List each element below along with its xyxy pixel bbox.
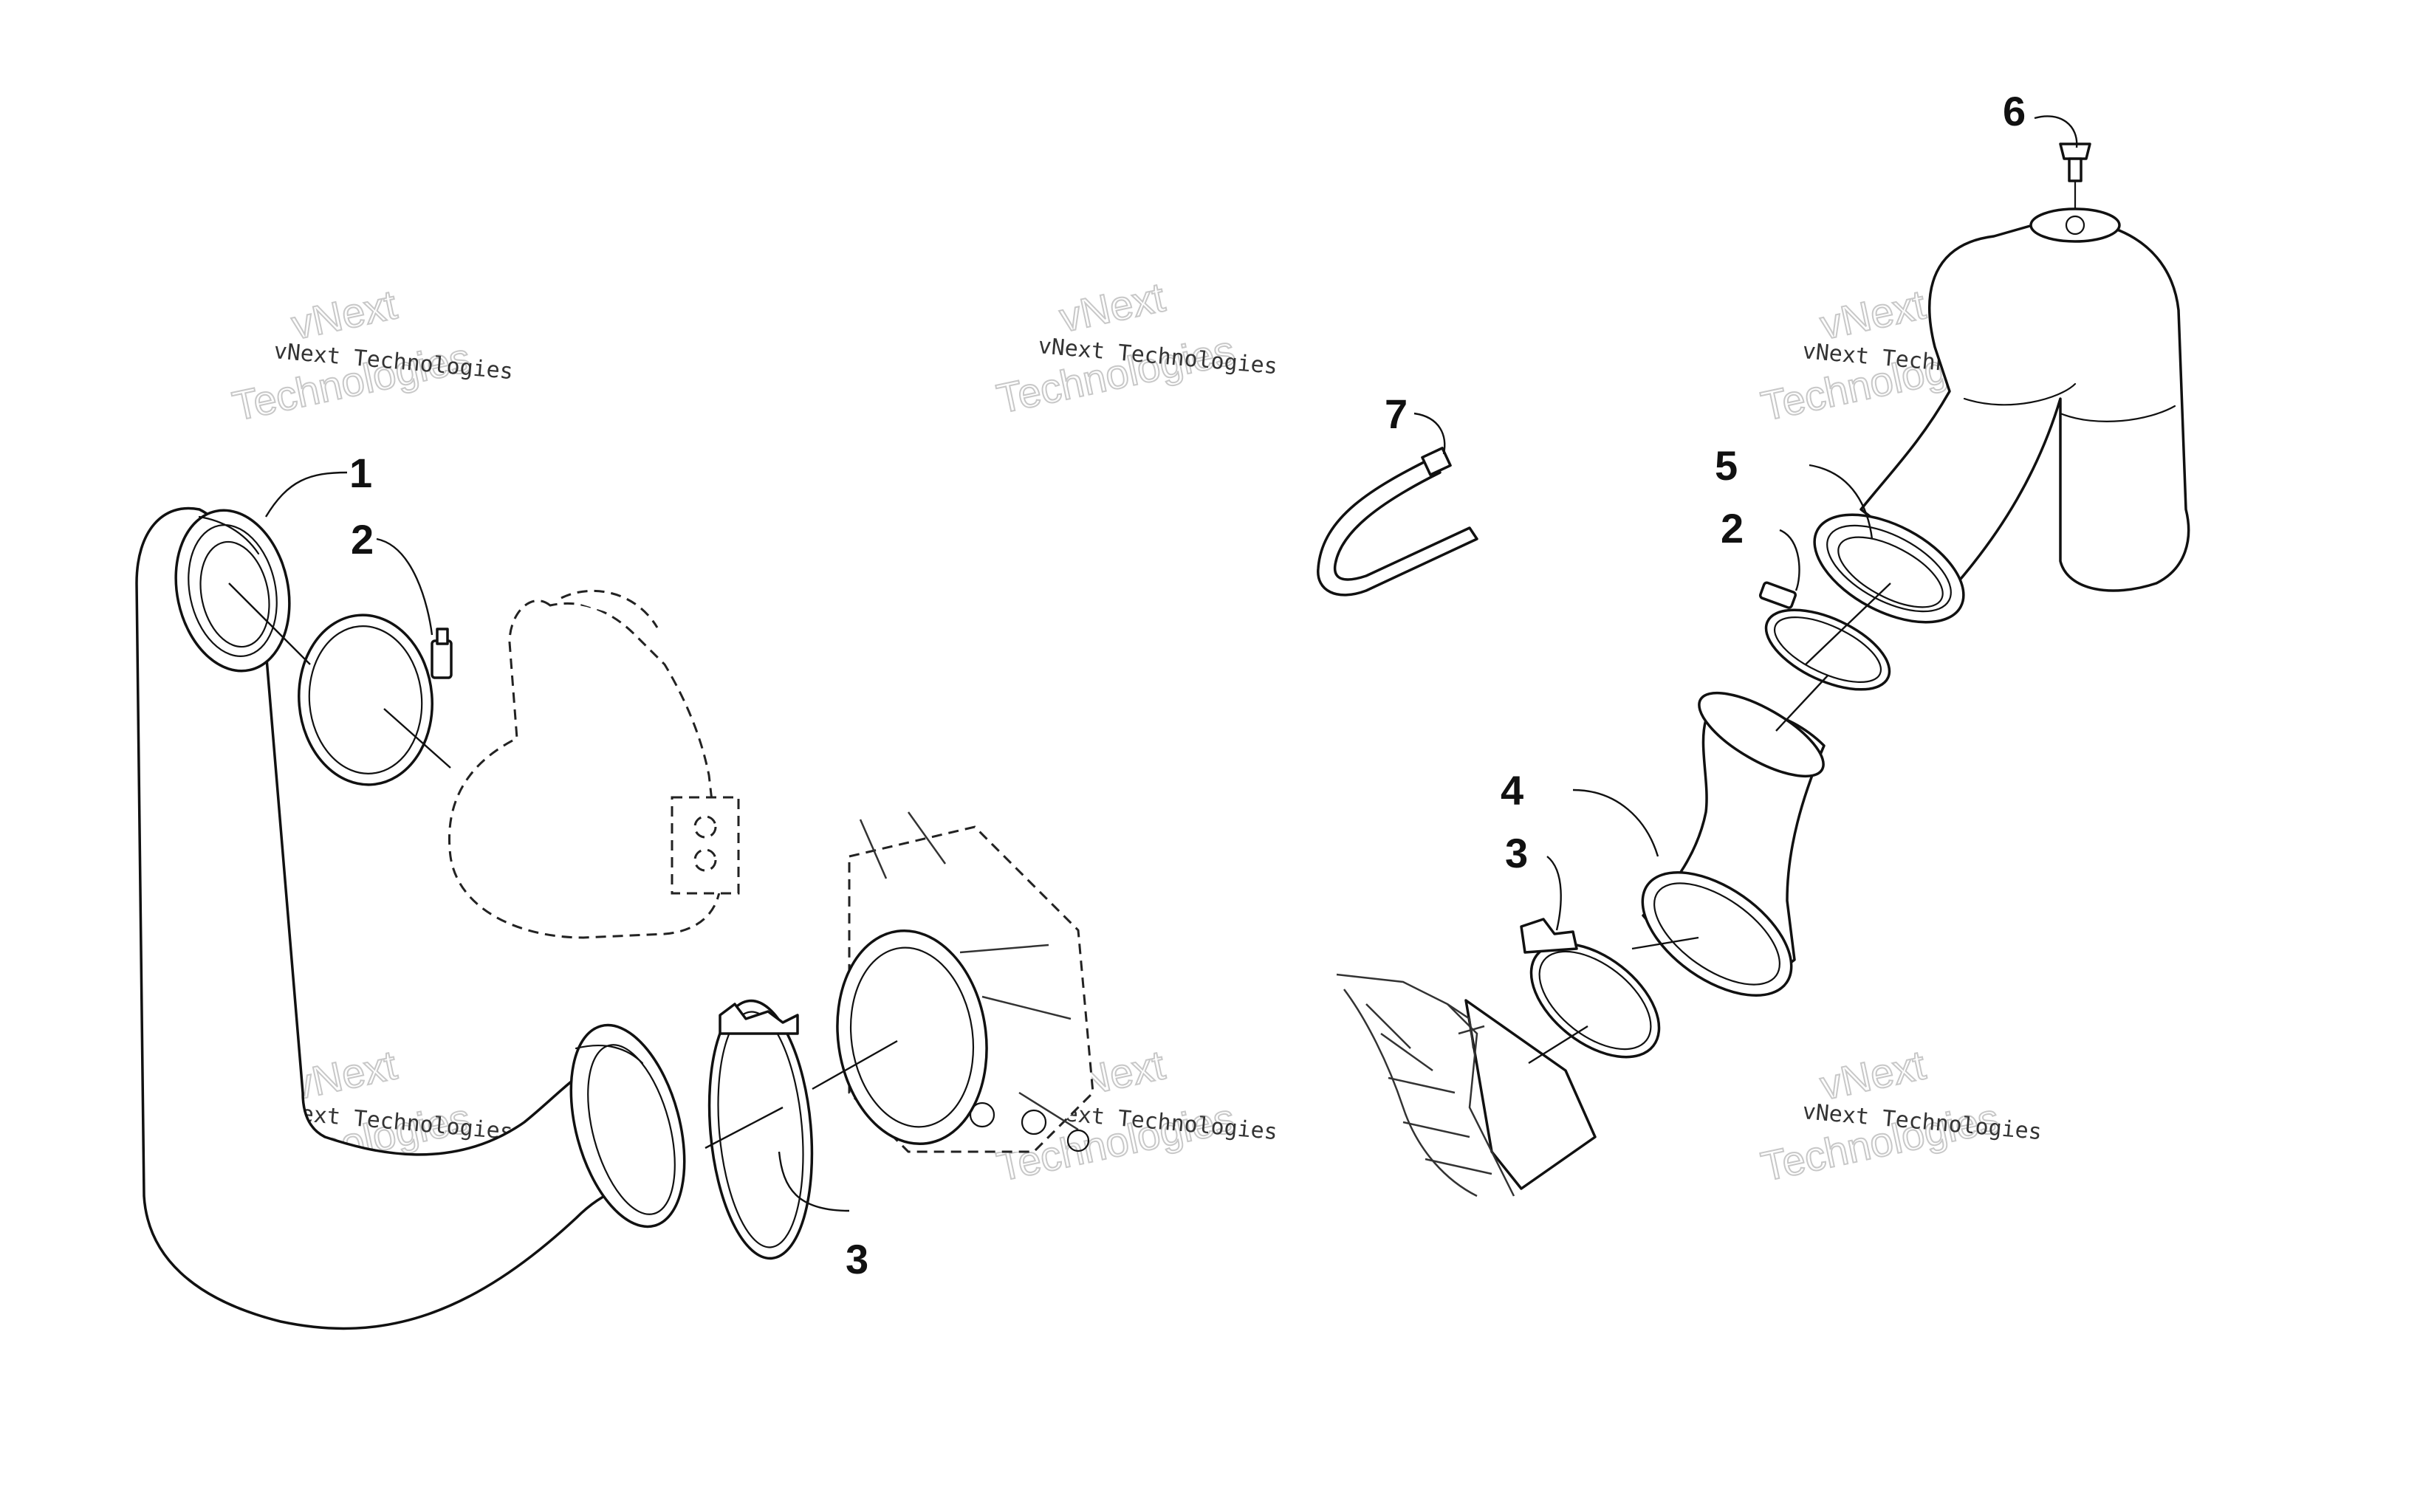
- callout-labels: 1 2 3 7 6 5 2 4 3: [349, 88, 2026, 1282]
- callout-1: 1: [349, 450, 372, 496]
- part-2-hose-clamp-left: [298, 614, 453, 786]
- svg-text:vNext: vNext: [287, 281, 401, 348]
- callout-4: 4: [1501, 767, 1523, 814]
- watermark-top-left: vNext Technologies vNext Technologies: [227, 280, 514, 430]
- part-3-tbolt-clamp-left: [707, 999, 814, 1260]
- callout-7: 7: [1385, 391, 1408, 437]
- callout-6: 6: [2003, 88, 2026, 134]
- callout-3-left: 3: [846, 1236, 868, 1282]
- watermark-top-center: vNext Technologies vNext Technologies: [992, 272, 1278, 422]
- svg-text:vNext: vNext: [1816, 281, 1930, 348]
- part-3-tbolt-clamp-right: [1520, 918, 1661, 1059]
- reference-elbow-dashed: [448, 589, 740, 939]
- svg-text:vNext: vNext: [1816, 1041, 1930, 1108]
- part-4-intake-boot: [1641, 691, 1826, 997]
- part-6-screw: [2059, 142, 2091, 219]
- callout-2-right: 2: [1721, 505, 1744, 551]
- callout-3-right: 3: [1505, 830, 1528, 876]
- intake-elbow-upper: [1859, 207, 2190, 592]
- reference-throttle-body-dashed: [836, 811, 1094, 1153]
- callout-5: 5: [1715, 442, 1738, 489]
- part-1-long-duct: [135, 506, 686, 1330]
- svg-text:vNext: vNext: [287, 1041, 401, 1108]
- leader-lines: [228, 115, 2078, 1212]
- watermark-bottom-right: vNext Technologies vNext Technologies: [1756, 1040, 2043, 1190]
- part-7-cable-tie: [1317, 447, 1478, 597]
- reference-airbox-sketch: [1336, 973, 1597, 1197]
- svg-text:vNext: vNext: [1055, 273, 1169, 340]
- callout-2-left: 2: [351, 516, 374, 563]
- part-2-hose-clamp-right: [1758, 581, 1891, 691]
